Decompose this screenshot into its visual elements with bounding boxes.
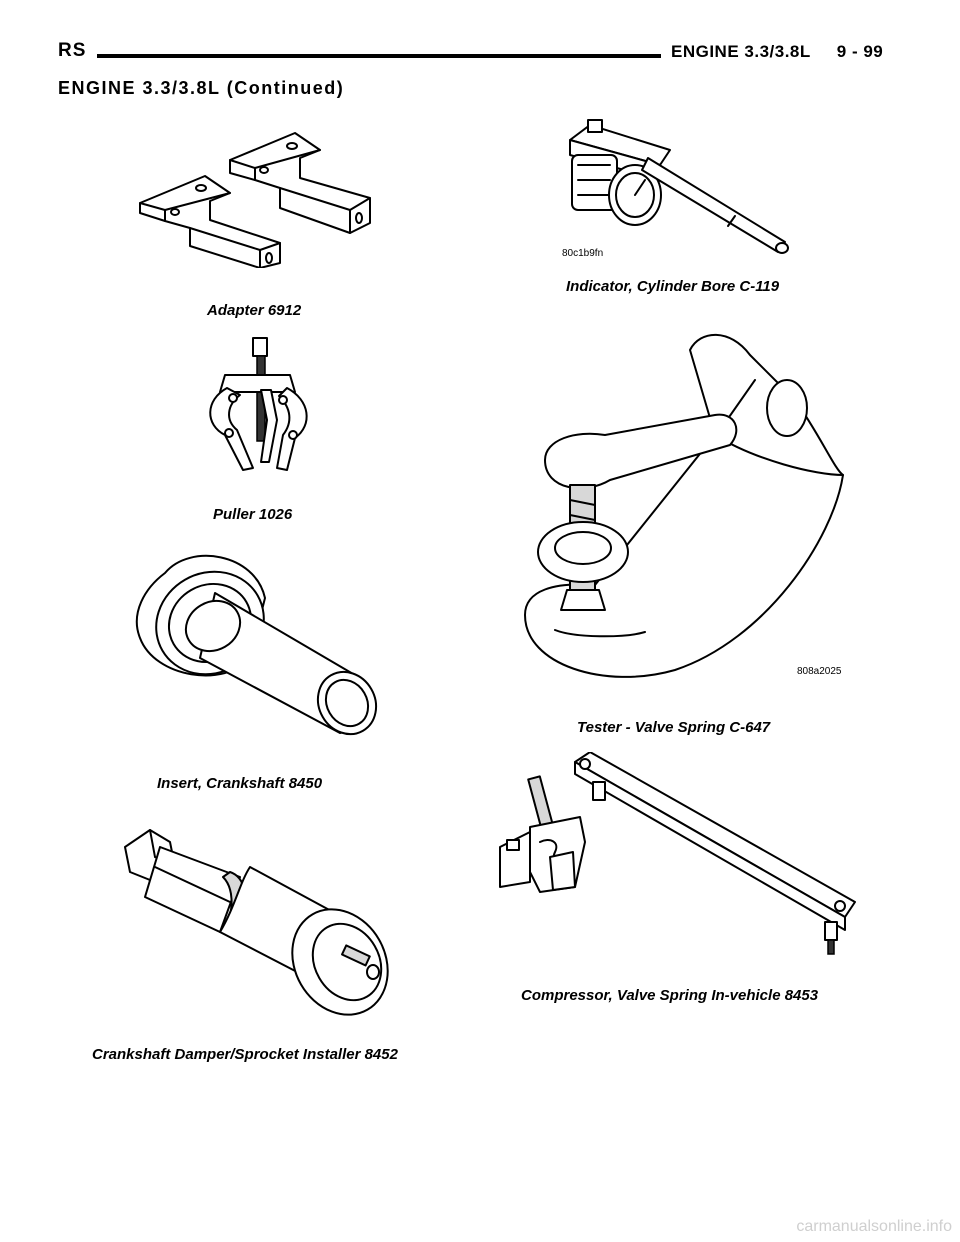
header-rule bbox=[97, 54, 661, 58]
valve-spring-tester-icon: 808a2025 bbox=[515, 320, 855, 690]
damper-installer-icon bbox=[115, 822, 400, 1022]
insert-caption: Insert, Crankshaft 8450 bbox=[157, 775, 323, 792]
valve-spring-compressor-icon bbox=[495, 752, 870, 957]
indicator-caption: Indicator, Cylinder Bore C-119 bbox=[566, 278, 780, 295]
watermark-link[interactable]: carmanualsonline.info bbox=[796, 1218, 952, 1235]
puller-caption: Puller 1026 bbox=[213, 506, 293, 523]
tester-figure-code: 808a2025 bbox=[797, 666, 842, 677]
installer-caption: Crankshaft Damper/Sprocket Installer 845… bbox=[92, 1046, 398, 1063]
adapter-tool-icon bbox=[135, 128, 385, 268]
page-title: ENGINE 3.3/3.8L bbox=[671, 42, 811, 61]
tester-caption: Tester - Valve Spring C-647 bbox=[577, 719, 771, 736]
section-subtitle: ENGINE 3.3/3.8L (Continued) bbox=[58, 78, 345, 98]
adapter-caption: Adapter 6912 bbox=[207, 302, 302, 319]
dial-bore-gauge-icon: 80c1b9fn bbox=[560, 110, 800, 260]
compressor-caption: Compressor, Valve Spring In-vehicle 8453 bbox=[521, 987, 819, 1004]
indicator-figure-code: 80c1b9fn bbox=[562, 248, 603, 259]
crankshaft-insert-icon bbox=[135, 548, 385, 748]
page-number: 9 - 99 bbox=[836, 42, 884, 61]
three-jaw-puller-icon bbox=[195, 330, 320, 480]
page-header: ENGINE 3.3/3.8L 9 - 99 bbox=[671, 42, 883, 62]
section-code: RS bbox=[58, 40, 87, 61]
